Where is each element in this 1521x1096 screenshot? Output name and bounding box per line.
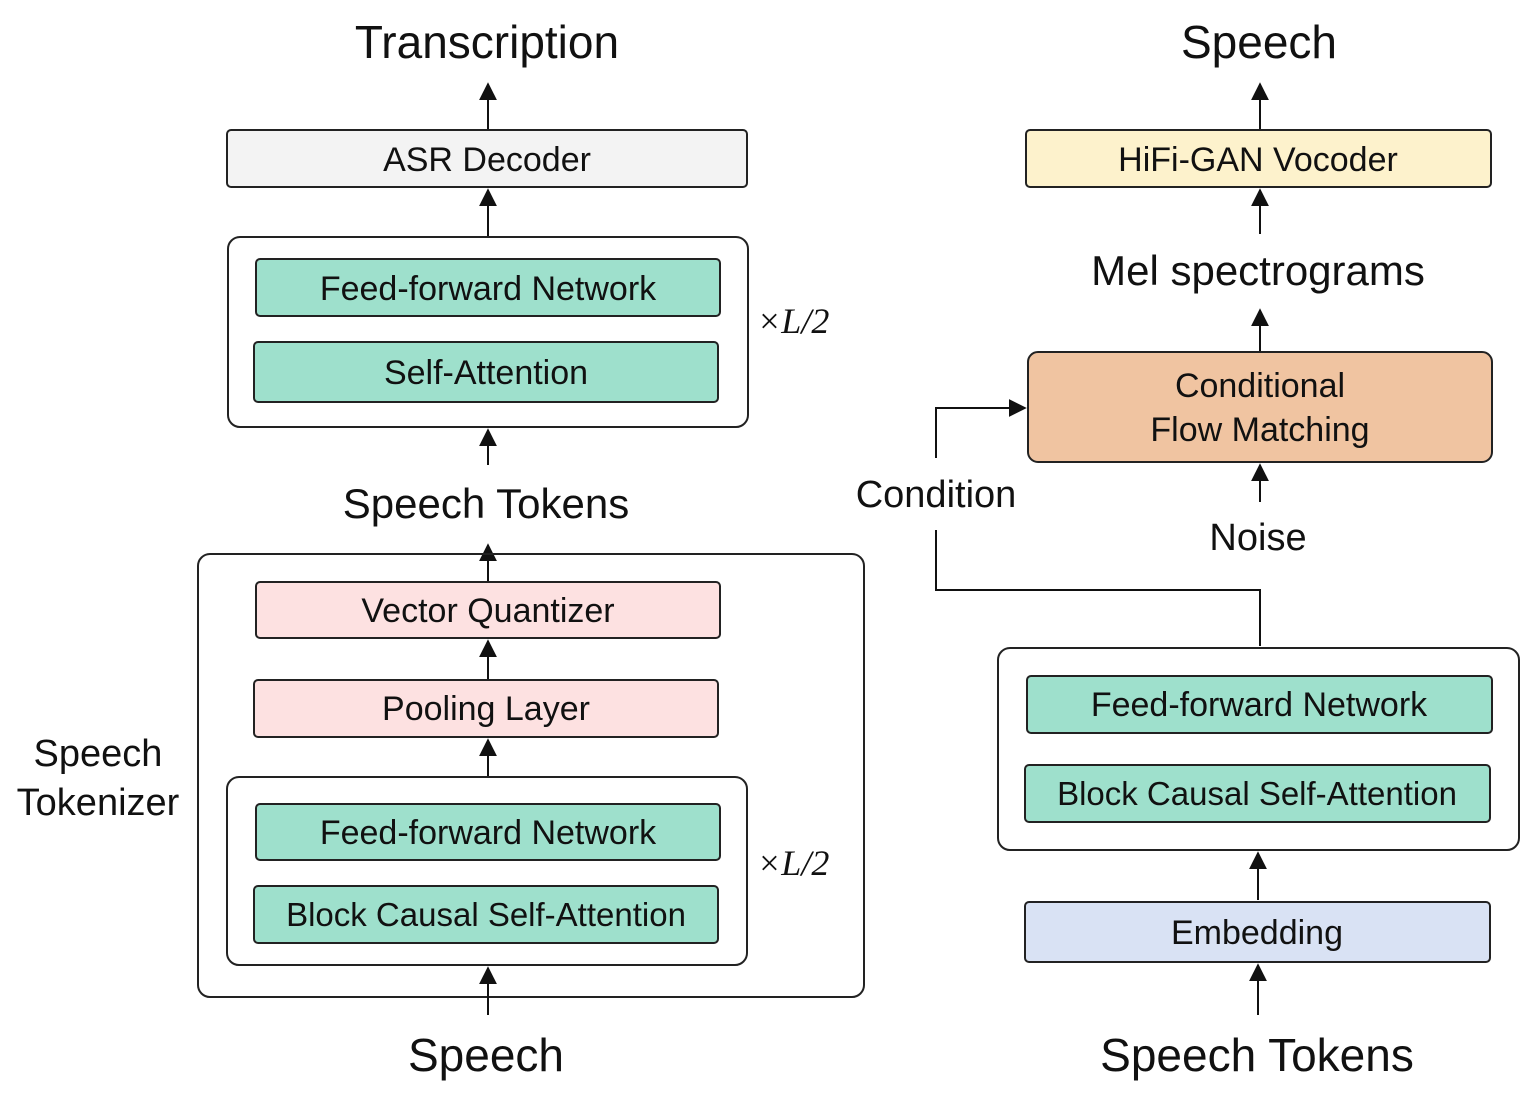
mel-spectrograms-label: Mel spectrograms — [1091, 247, 1425, 294]
decoder-repeat-label: ×L/2 — [757, 301, 829, 341]
speech-tokenizer-container — [197, 553, 865, 998]
speech-tokenizer-label-line2: Tokenizer — [17, 782, 180, 824]
decoder-ffn-box — [255, 258, 721, 317]
encoder-attention-box — [253, 885, 719, 944]
vector-quantizer-label: Vector Quantizer — [361, 592, 614, 630]
decoder-ffn-label: Feed-forward Network — [320, 270, 657, 308]
vector-quantizer-box — [255, 581, 721, 639]
encoder-ffn-label: Feed-forward Network — [320, 814, 657, 852]
hifigan-vocoder-label: HiFi-GAN Vocoder — [1118, 141, 1398, 179]
cfm-label-line1: Conditional — [1175, 367, 1345, 405]
cfm-label-line2: Flow Matching — [1150, 411, 1369, 449]
synth-ffn-label: Feed-forward Network — [1091, 686, 1428, 724]
synth-ffn-box — [1026, 675, 1493, 734]
condition-arrow-upper — [935, 399, 1027, 458]
noise-label: Noise — [1209, 517, 1306, 559]
speech-input-label: Speech — [408, 1029, 564, 1081]
embedding-box — [1024, 901, 1491, 963]
hifigan-vocoder-box — [1025, 129, 1492, 188]
decoder-attention-box — [253, 341, 719, 403]
asr-decoder-label: ASR Decoder — [383, 141, 591, 179]
condition-line-lower — [935, 530, 1261, 646]
speech-tokens-input-label: Speech Tokens — [1100, 1029, 1414, 1081]
encoder-repeat-label: ×L/2 — [757, 843, 829, 883]
embedding-label: Embedding — [1171, 914, 1343, 952]
encoder-ffn-box — [255, 803, 721, 861]
synth-attention-label: Block Causal Self-Attention — [1057, 775, 1457, 812]
pooling-layer-label: Pooling Layer — [382, 690, 590, 728]
decoder-attention-label: Self-Attention — [384, 354, 588, 392]
pooling-layer-box — [253, 679, 719, 738]
speech-tokenizer-label-line1: Speech — [34, 733, 163, 775]
encoder-attention-label: Block Causal Self-Attention — [286, 896, 686, 933]
condition-label: Condition — [856, 474, 1017, 516]
asr-decoder-box — [226, 129, 748, 188]
speech-tokens-label: Speech Tokens — [343, 480, 629, 527]
transcription-label: Transcription — [355, 16, 619, 68]
conditional-flow-matching-box — [1027, 351, 1493, 463]
synth-attention-box — [1024, 764, 1491, 823]
speech-output-label: Speech — [1181, 16, 1337, 68]
